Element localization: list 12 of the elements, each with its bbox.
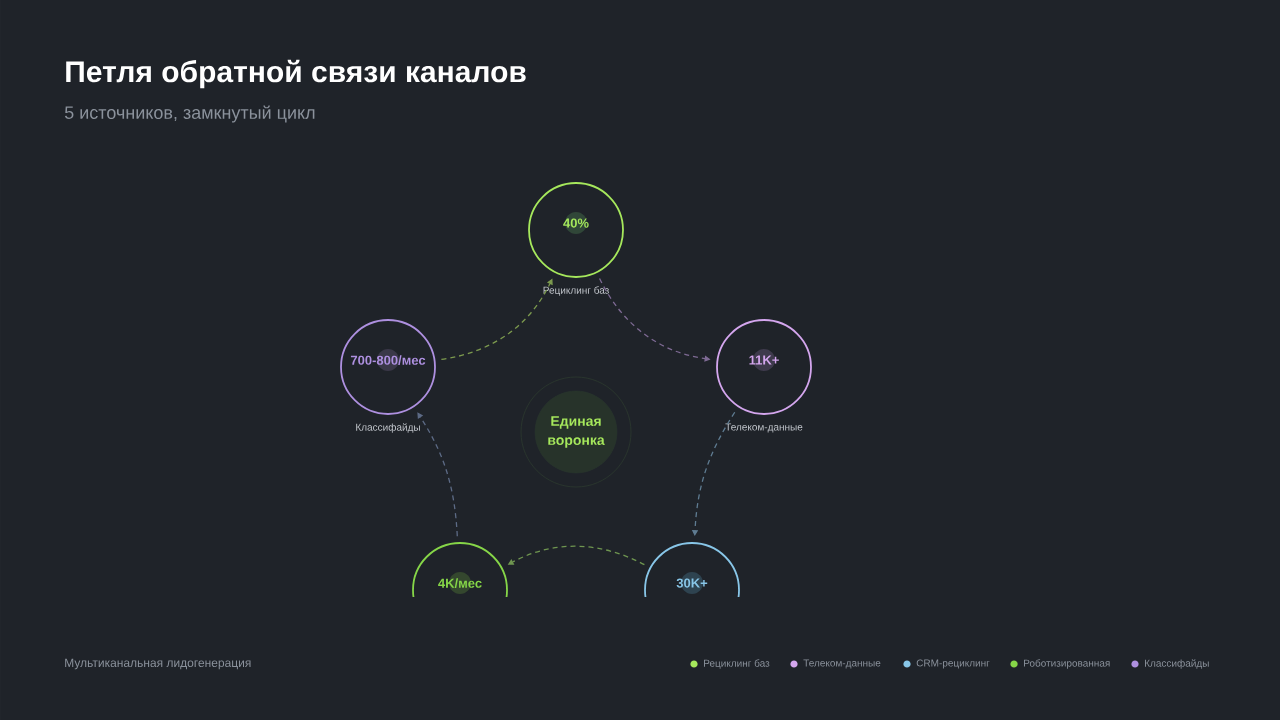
legend-label: Роботизированная	[1024, 659, 1110, 669]
arrow	[417, 412, 458, 537]
circle-label: Телеком-данные	[725, 423, 803, 433]
legend-label: Телеком-данные	[803, 659, 881, 669]
subtitle: 5 источников, замкнутый цикл	[64, 105, 315, 123]
legend-label: Рециклинг баз	[704, 659, 770, 669]
legend-label: Классифайды	[1145, 659, 1209, 669]
title: Петля обратной связи каналов	[66, 59, 526, 89]
footer-text: Мультиканальная лидогенерация	[65, 658, 251, 670]
circle-label: Рециклинг баз	[543, 286, 609, 296]
circle-label: Классифайды	[356, 423, 420, 433]
legend-label: CRM-рециклинг	[916, 659, 990, 669]
